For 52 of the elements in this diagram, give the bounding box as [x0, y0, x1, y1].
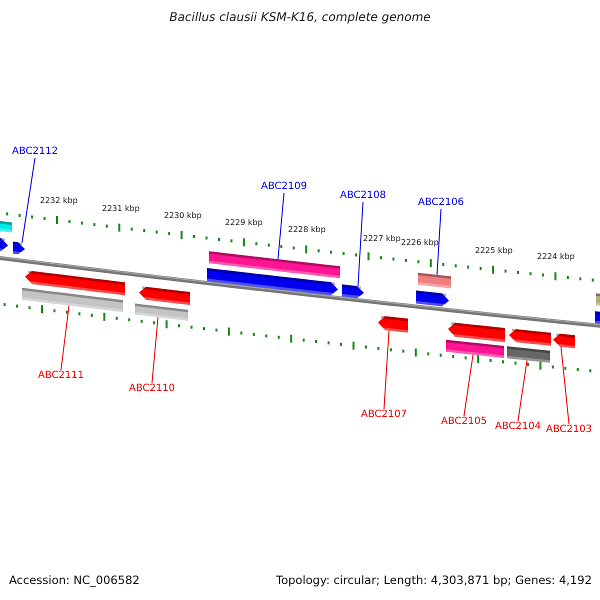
scale-label: 2230 kbp — [164, 211, 202, 221]
gene-bar — [446, 340, 504, 358]
gene-label: ABC2112 — [12, 146, 58, 158]
leader-line — [464, 354, 474, 416]
gene-label: ABC2110 — [129, 383, 175, 395]
scale-label: 2229 kbp — [225, 218, 263, 228]
gene-bar — [596, 293, 600, 306]
gene-label: ABC2104 — [495, 421, 541, 433]
scale-label: 2226 kbp — [401, 238, 439, 248]
leader-line — [384, 330, 390, 410]
gene-block — [0, 238, 8, 252]
gene-bar — [22, 288, 123, 312]
gene-block — [25, 270, 125, 296]
leader-line — [278, 192, 284, 260]
gene-bar — [507, 346, 550, 363]
leader-line — [358, 202, 364, 287]
gene-bar — [0, 221, 12, 232]
gene-label: ABC2111 — [38, 370, 84, 382]
gene-label: ABC2109 — [261, 181, 307, 193]
gene-label: ABC2106 — [418, 197, 464, 209]
leader-line — [560, 346, 570, 424]
gene-block — [378, 316, 408, 333]
gene-bar — [418, 272, 451, 288]
leader-line — [518, 360, 528, 422]
genome-summary-text: Topology: circular; Length: 4,303,871 bp; Genes: 4,192 — [276, 574, 592, 588]
leader-line — [436, 208, 442, 276]
gene-label: ABC2108 — [340, 190, 386, 202]
gene-block — [342, 284, 364, 299]
accession-text: Accession: NC_006582 — [9, 574, 140, 588]
leader-line — [60, 305, 70, 370]
scale-label: 2224 kbp — [537, 252, 575, 262]
gene-label: ABC2103 — [546, 424, 592, 436]
leader-line — [22, 158, 36, 244]
leader-line — [152, 316, 158, 384]
scale-label: 2232 kbp — [40, 196, 78, 206]
gene-label: ABC2107 — [361, 409, 407, 421]
scale-label: 2231 kbp — [102, 204, 140, 214]
gene-block — [139, 286, 190, 306]
scale-label: 2227 kbp — [363, 234, 401, 244]
gene-block — [509, 328, 551, 346]
gene-block — [553, 333, 575, 348]
gene-block — [207, 268, 338, 296]
gene-bar — [135, 304, 188, 321]
gene-block — [448, 322, 505, 342]
gene-label: ABC2105 — [441, 416, 487, 428]
gene-block — [416, 290, 449, 307]
scale-label: 2225 kbp — [475, 246, 513, 256]
gene-block — [13, 242, 25, 255]
title: Bacillus clausii KSM-K16, complete genome — [168, 10, 432, 24]
scale-label: 2228 kbp — [288, 225, 326, 236]
gene-bar — [595, 311, 600, 324]
gene-bar — [209, 251, 340, 278]
